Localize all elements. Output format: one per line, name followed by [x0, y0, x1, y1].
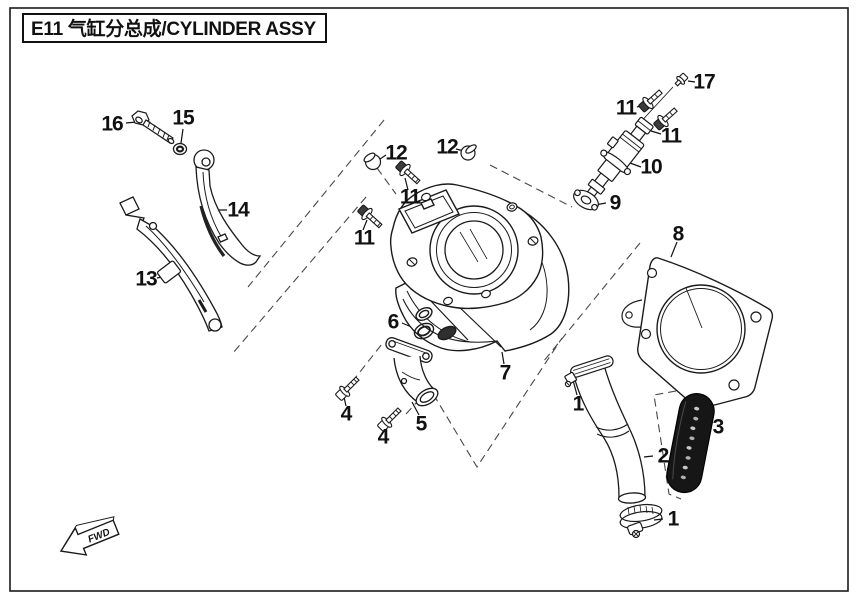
- screw-17-drawing: [674, 72, 689, 87]
- page-border: [9, 7, 849, 592]
- bolt-11-lower-left: [357, 204, 383, 229]
- bolt-4-lower: [377, 407, 402, 432]
- o-ring-6-drawing: [413, 322, 435, 340]
- chain-guide-13-drawing: [119, 196, 223, 332]
- fwd-arrow-icon: FWD: [59, 516, 120, 556]
- bolt-16-drawing: [131, 110, 175, 145]
- bolt-4-upper: [335, 376, 360, 401]
- heat-shield-3-drawing: [666, 393, 715, 494]
- cylinder-gasket-8-drawing: [621, 257, 774, 409]
- dowel-pin-12-left: [363, 152, 382, 171]
- water-pipe-5-drawing: [385, 337, 439, 407]
- washer-15-drawing: [172, 142, 188, 156]
- diagram-title: E11 气缸分总成/CYLINDER ASSY: [31, 18, 316, 40]
- hose-2-drawing: [573, 364, 647, 504]
- leader-lines: [125, 80, 711, 521]
- hose-clamp-1-bottom: [619, 503, 663, 539]
- tensioner-10-drawing: [586, 116, 654, 198]
- chain-guide-14-drawing: [193, 149, 262, 266]
- hose-clamp-1-top: [564, 355, 614, 388]
- cylinder-7-drawing: [389, 183, 570, 352]
- diagram-title-box: E11 气缸分总成/CYLINDER ASSY: [22, 13, 327, 43]
- bolt-11-top-right-2: [653, 107, 678, 131]
- gasket-9-drawing: [573, 189, 599, 211]
- bolt-11-upper-left: [395, 160, 421, 185]
- bolt-11-top-right-1: [638, 89, 663, 113]
- dowel-pin-12-right: [460, 144, 477, 161]
